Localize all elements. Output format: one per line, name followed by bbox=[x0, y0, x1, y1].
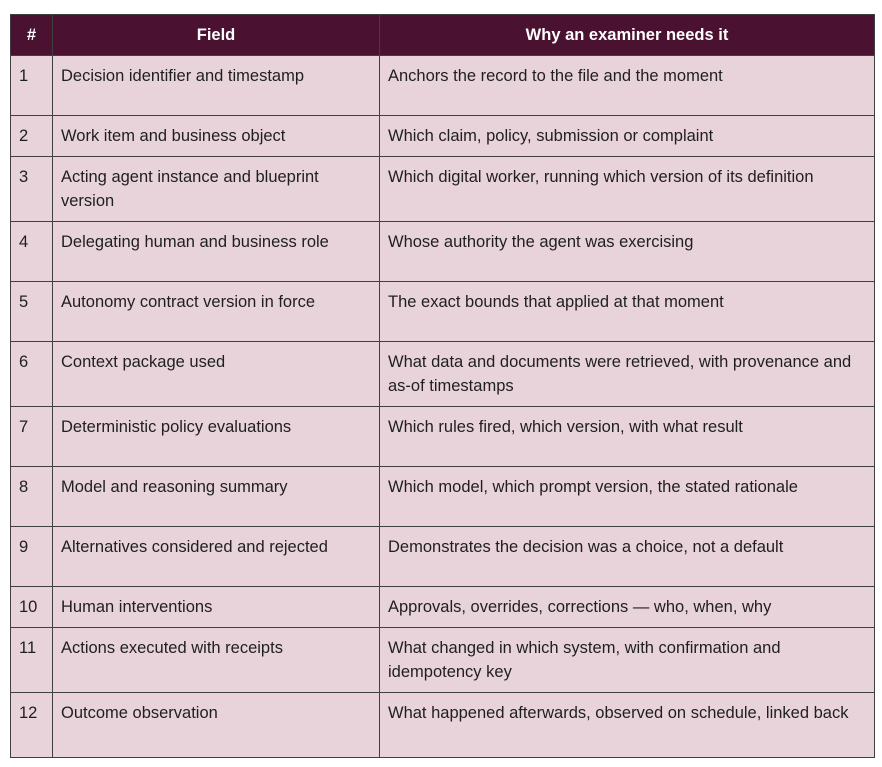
row-why: Whose authority the agent was exercising bbox=[379, 221, 875, 282]
table-row: 4 Delegating human and business role Who… bbox=[10, 221, 875, 282]
table-row: 2 Work item and business object Which cl… bbox=[10, 115, 875, 157]
row-field: Model and reasoning summary bbox=[52, 466, 380, 527]
row-why: What happened afterwards, observed on sc… bbox=[379, 692, 875, 758]
row-number: 12 bbox=[10, 692, 53, 758]
row-number: 10 bbox=[10, 586, 53, 628]
audit-fields-table: # Field Why an examiner needs it 1 Decis… bbox=[10, 14, 875, 758]
row-field: Acting agent instance and blueprint vers… bbox=[52, 156, 380, 222]
table-row: 7 Deterministic policy evaluations Which… bbox=[10, 406, 875, 467]
header-why: Why an examiner needs it bbox=[379, 14, 875, 56]
table-row: 9 Alternatives considered and rejected D… bbox=[10, 526, 875, 587]
row-number: 2 bbox=[10, 115, 53, 157]
table-body: 1 Decision identifier and timestamp Anch… bbox=[10, 55, 875, 758]
row-number: 11 bbox=[10, 627, 53, 693]
row-field: Autonomy contract version in force bbox=[52, 281, 380, 342]
row-why: Approvals, overrides, corrections — who,… bbox=[379, 586, 875, 628]
table-row: 5 Autonomy contract version in force The… bbox=[10, 281, 875, 342]
row-why: What data and documents were retrieved, … bbox=[379, 341, 875, 407]
table-row: 12 Outcome observation What happened aft… bbox=[10, 692, 875, 758]
row-number: 3 bbox=[10, 156, 53, 222]
table-header: # Field Why an examiner needs it bbox=[10, 14, 875, 56]
row-why: Anchors the record to the file and the m… bbox=[379, 55, 875, 116]
row-number: 6 bbox=[10, 341, 53, 407]
row-field: Context package used bbox=[52, 341, 380, 407]
table-row: 3 Acting agent instance and blueprint ve… bbox=[10, 156, 875, 222]
row-why: Which digital worker, running which vers… bbox=[379, 156, 875, 222]
row-field: Delegating human and business role bbox=[52, 221, 380, 282]
row-number: 5 bbox=[10, 281, 53, 342]
header-row: # Field Why an examiner needs it bbox=[10, 14, 875, 56]
row-field: Alternatives considered and rejected bbox=[52, 526, 380, 587]
row-why: Demonstrates the decision was a choice, … bbox=[379, 526, 875, 587]
row-field: Outcome observation bbox=[52, 692, 380, 758]
header-number: # bbox=[10, 14, 53, 56]
row-number: 1 bbox=[10, 55, 53, 116]
audit-fields-table-container: # Field Why an examiner needs it 1 Decis… bbox=[10, 14, 875, 758]
table-row: 8 Model and reasoning summary Which mode… bbox=[10, 466, 875, 527]
row-field: Deterministic policy evaluations bbox=[52, 406, 380, 467]
row-why: Which model, which prompt version, the s… bbox=[379, 466, 875, 527]
row-why: Which rules fired, which version, with w… bbox=[379, 406, 875, 467]
row-field: Work item and business object bbox=[52, 115, 380, 157]
row-field: Decision identifier and timestamp bbox=[52, 55, 380, 116]
row-why: What changed in which system, with confi… bbox=[379, 627, 875, 693]
row-field: Actions executed with receipts bbox=[52, 627, 380, 693]
row-why: Which claim, policy, submission or compl… bbox=[379, 115, 875, 157]
row-number: 8 bbox=[10, 466, 53, 527]
row-number: 9 bbox=[10, 526, 53, 587]
row-why: The exact bounds that applied at that mo… bbox=[379, 281, 875, 342]
row-number: 4 bbox=[10, 221, 53, 282]
table-row: 6 Context package used What data and doc… bbox=[10, 341, 875, 407]
row-number: 7 bbox=[10, 406, 53, 467]
row-field: Human interventions bbox=[52, 586, 380, 628]
table-row: 10 Human interventions Approvals, overri… bbox=[10, 586, 875, 628]
table-row: 1 Decision identifier and timestamp Anch… bbox=[10, 55, 875, 116]
header-field: Field bbox=[52, 14, 380, 56]
table-row: 11 Actions executed with receipts What c… bbox=[10, 627, 875, 693]
